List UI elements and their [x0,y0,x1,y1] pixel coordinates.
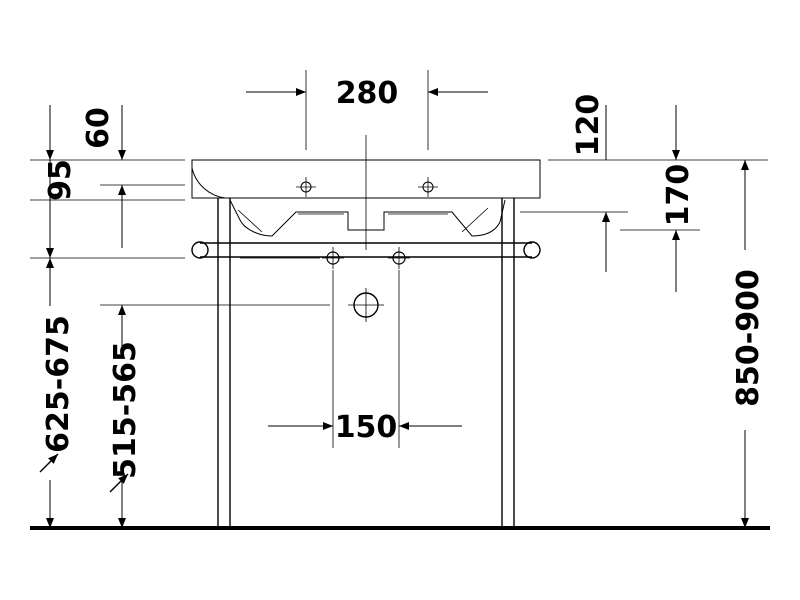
dimension-850-900: 850-900 [731,160,766,528]
dimension-label-120: 120 [571,94,606,157]
dimension-label-280: 280 [336,76,399,111]
dimension-label-850-900: 850-900 [731,269,766,407]
dimension-150: 150 [268,410,462,445]
dimension-label-150: 150 [335,410,398,445]
frame-legs [217,198,515,528]
tap-hole-right [418,177,438,197]
center-lines [100,135,400,448]
dimension-280: 280 [246,76,488,111]
dimension-label-60: 60 [81,107,116,149]
dimension-95: 95 [43,159,126,248]
dimension-label-170: 170 [661,164,696,227]
dimension-170: 170 [602,164,696,292]
dimension-label-95: 95 [43,159,78,201]
dimension-515-565: 515-565 [108,305,143,528]
extension-lines [30,70,768,259]
tap-hole-left [296,177,316,197]
dimension-625-675: 625-675 [39,200,76,528]
towel-rail [191,241,541,259]
dimension-60: 60 [46,105,126,160]
waste-outlet [348,288,384,322]
dimension-label-515-565: 515-565 [108,341,143,479]
wall-hole-left [322,247,344,269]
dimension-120: 120 [571,94,680,160]
dimension-label-625-675: 625-675 [41,315,76,453]
wall-hole-right [388,247,410,269]
